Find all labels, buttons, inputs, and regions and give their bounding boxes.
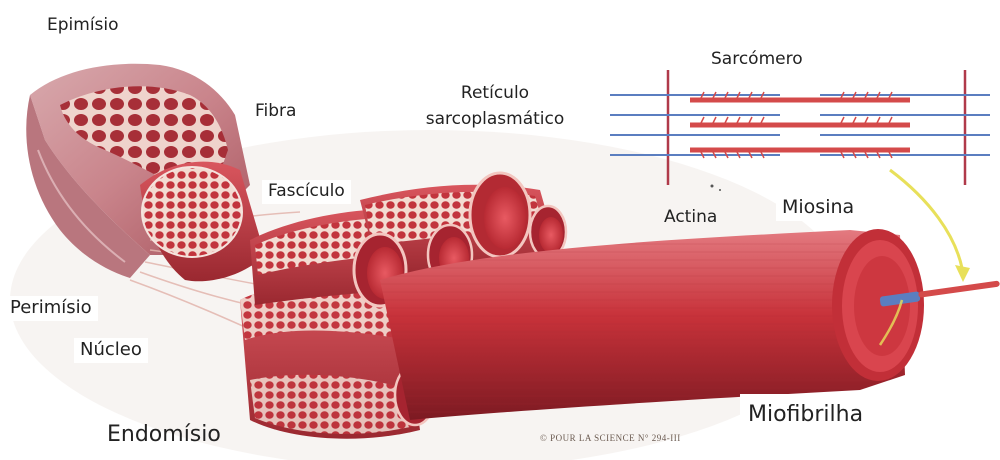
- label-reticulo-sarcoplasmatico: Retículo sarcoplasmático: [395, 84, 595, 129]
- label-fibra: Fibra: [255, 102, 296, 122]
- label-miofibrilha: Miofibrilha: [740, 394, 891, 435]
- label-epimisio: Epimísio: [47, 16, 119, 36]
- label-sarcomero: Sarcómero: [711, 50, 803, 70]
- image-credit: © POUR LA SCIENCE N° 294-III: [540, 433, 681, 443]
- label-fasciculo: Fascículo: [262, 180, 351, 204]
- label-miosina: Miosina: [776, 195, 860, 221]
- label-nucleo: Núcleo: [74, 338, 148, 363]
- label-perimisio: Perimísio: [4, 296, 98, 321]
- label-reticulo-line1: Retículo: [395, 84, 595, 104]
- label-reticulo-line2: sarcoplasmático: [395, 110, 595, 130]
- label-endomisio: Endomísio: [107, 422, 221, 447]
- label-actina: Actina: [664, 208, 717, 228]
